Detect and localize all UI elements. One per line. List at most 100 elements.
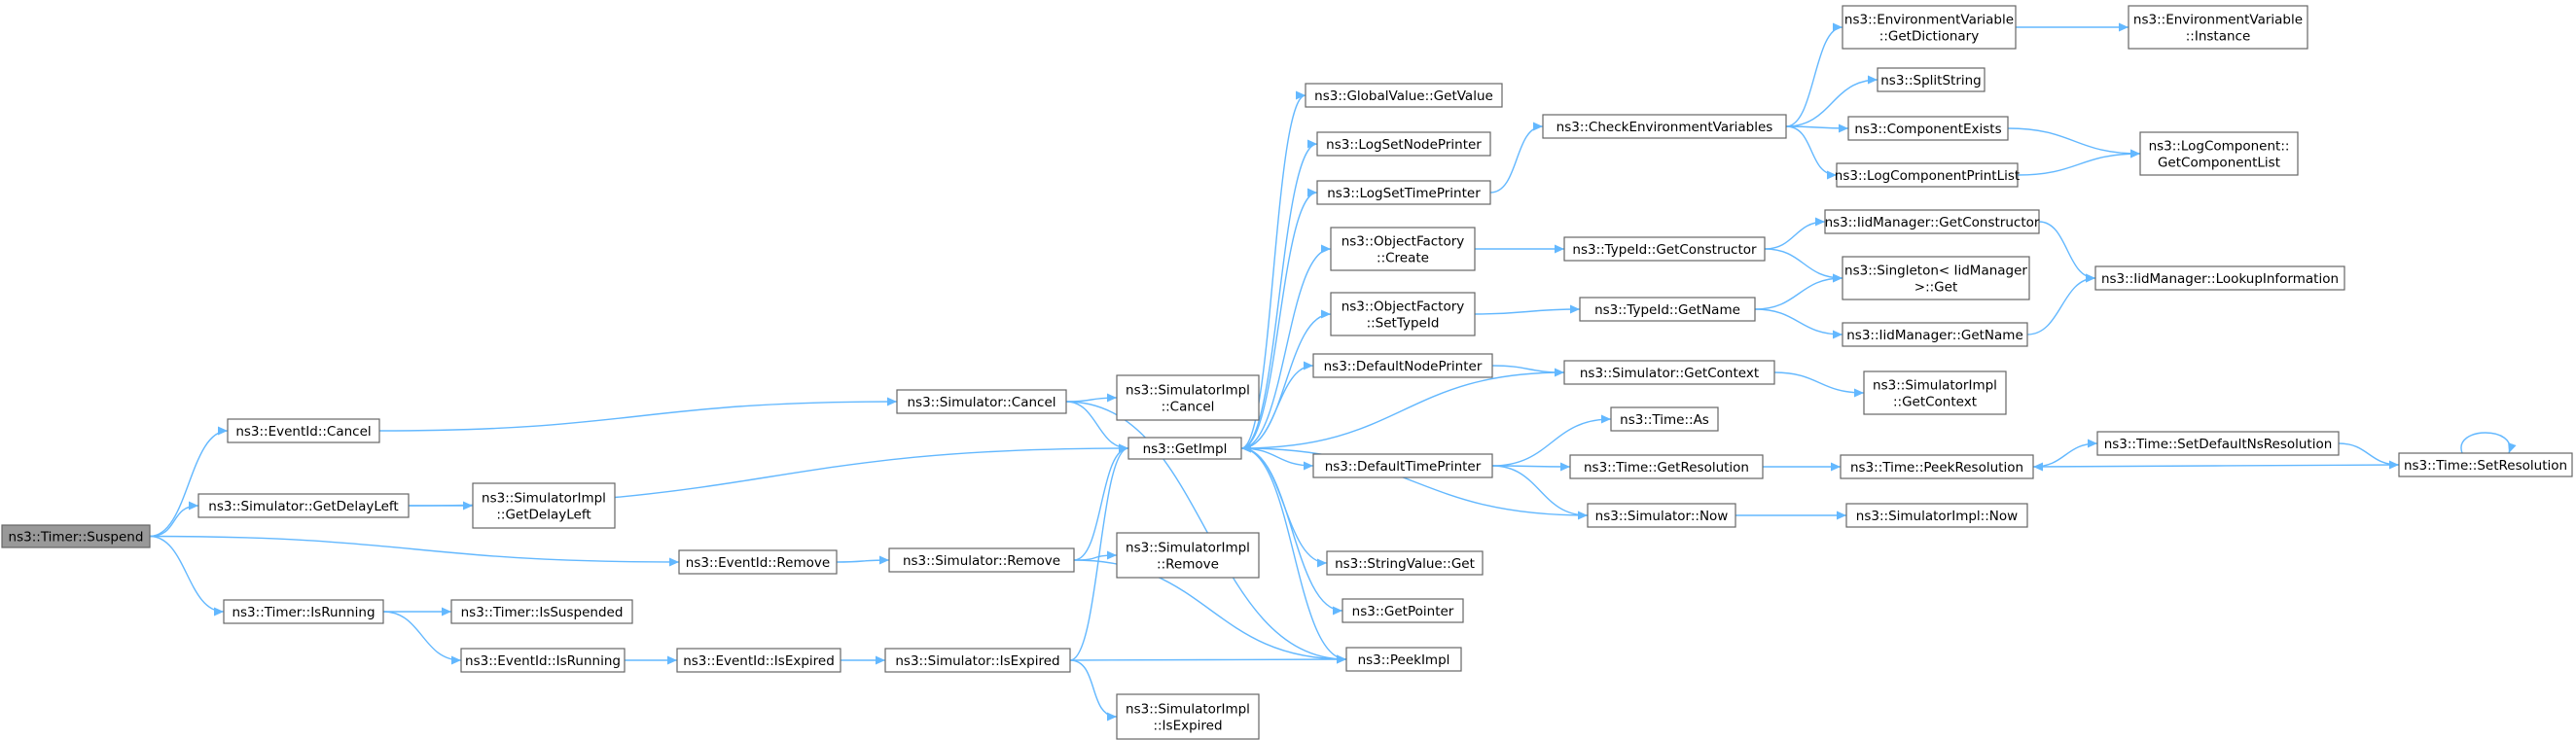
node-checkenvvars[interactable]: ns3::CheckEnvironmentVariables — [1542, 114, 1787, 139]
node-typeid-getname[interactable]: ns3::TypeId::GetName — [1579, 297, 1756, 322]
edge-getimpl-to-peekimpl — [1240, 447, 1347, 664]
node-iidmgr-getname[interactable]: ns3::IidManager::GetName — [1842, 322, 2028, 347]
edge-suspend-to-eventid_remove — [149, 535, 680, 567]
node-box — [1845, 503, 2028, 528]
node-box — [1312, 353, 1493, 378]
node-of-settypeid[interactable]: ns3::ObjectFactory::SetTypeId — [1330, 292, 1476, 336]
node-label: ns3::EnvironmentVariable — [2133, 13, 2303, 28]
node-label: GetComponentList — [2158, 156, 2280, 171]
node-label: ns3::Simulator::Now — [1595, 509, 1729, 524]
node-label: ns3::Simulator::IsExpired — [895, 653, 1059, 669]
node-simimpl-now[interactable]: ns3::SimulatorImpl::Now — [1845, 503, 2028, 528]
node-label: ::GetDictionary — [1879, 29, 1979, 45]
node-label: ::GetContext — [1893, 395, 1977, 410]
node-simimpl-remove[interactable]: ns3::SimulatorImpl::Remove — [1116, 532, 1260, 579]
node-logsettimeprinter[interactable]: ns3::LogSetTimePrinter — [1316, 180, 1491, 205]
edge-defaultnodeprinter-to-sim_getcontext — [1491, 365, 1565, 377]
node-time-peekresolution[interactable]: ns3::Time::PeekResolution — [1840, 454, 2034, 479]
edge-time_setdefaultnsresolution-to-time_setresolution — [2338, 442, 2400, 470]
node-simimpl-getcontext[interactable]: ns3::SimulatorImpl::GetContext — [1863, 370, 2007, 415]
node-logcomponentprintlist[interactable]: ns3::LogComponentPrintList — [1835, 162, 2020, 188]
node-label: ns3::EnvironmentVariable — [1844, 13, 2014, 28]
edge-getimpl-to-defaultnodeprinter — [1240, 361, 1314, 449]
node-suspend[interactable]: ns3::Timer::Suspend — [1, 524, 151, 548]
node-sim-now[interactable]: ns3::Simulator::Now — [1587, 503, 1736, 528]
node-label: ns3::Time::As — [1620, 412, 1709, 428]
edge-typeid_getname-to-iidmgr_getname — [1754, 308, 1843, 339]
node-timer-issuspended[interactable]: ns3::Timer::IsSuspended — [450, 599, 633, 624]
edge-getimpl-to-logsetnodeprinter — [1240, 139, 1318, 449]
edge-eventid_remove-to-sim_remove — [836, 555, 890, 565]
node-eventid-remove[interactable]: ns3::EventId::Remove — [678, 549, 838, 575]
node-getpointer[interactable]: ns3::GetPointer — [1342, 598, 1464, 623]
node-box — [1342, 598, 1464, 623]
node-box — [2094, 265, 2345, 291]
edge-typeid_getconstructor-to-iidmgr_getconstructor — [1764, 217, 1826, 250]
node-logsetnodeprinter[interactable]: ns3::LogSetNodePrinter — [1316, 131, 1491, 157]
node-label: ns3::DefaultTimePrinter — [1325, 459, 1482, 475]
node-label: ns3::Simulator::Cancel — [907, 395, 1055, 410]
node-gv-getvalue[interactable]: ns3::GlobalValue::GetValue — [1305, 83, 1503, 108]
node-label: ns3::ObjectFactory — [1342, 300, 1465, 315]
node-typeid-getconstructor[interactable]: ns3::TypeId::GetConstructor — [1563, 236, 1766, 262]
node-box — [1326, 550, 1484, 576]
node-time-setresolution[interactable]: ns3::Time::SetResolution — [2398, 452, 2573, 477]
edge-suspend-to-sim_getdelayleft — [149, 501, 199, 538]
edge-suspend-to-eventid_cancel — [149, 426, 229, 538]
node-stringvalue-get[interactable]: ns3::StringValue::Get — [1326, 550, 1484, 576]
node-eventid-isrunning[interactable]: ns3::EventId::IsRunning — [460, 648, 626, 673]
node-singleton-get[interactable]: ns3::Singleton< IidManager >::Get — [1842, 256, 2030, 300]
node-box — [676, 648, 841, 673]
node-label: ::GetDelayLeft — [496, 508, 590, 523]
node-sim-getcontext[interactable]: ns3::Simulator::GetContext — [1563, 360, 1775, 385]
node-label: ns3::SimulatorImpl — [482, 491, 606, 507]
edge-defaulttimeprinter-to-time_as — [1491, 414, 1612, 467]
node-eventid-cancel[interactable]: ns3::EventId::Cancel — [227, 418, 380, 443]
node-envvar-instance[interactable]: ns3::EnvironmentVariable::Instance — [2128, 5, 2308, 50]
node-label: ns3::Simulator::GetDelayLeft — [208, 499, 398, 514]
call-edges — [149, 22, 2517, 722]
node-simimpl-cancel[interactable]: ns3::SimulatorImpl::Cancel — [1116, 374, 1260, 421]
node-sim-getdelayleft[interactable]: ns3::Simulator::GetDelayLeft — [197, 493, 410, 518]
node-iidmgr-lookupinformation[interactable]: ns3::IidManager::LookupInformation — [2094, 265, 2345, 291]
edge-checkenvvars-to-envvar_getdictionary — [1785, 22, 1843, 127]
node-timer-isrunning[interactable]: ns3::Timer::IsRunning — [223, 599, 384, 624]
edge-of_settypeid-to-typeid_getname — [1474, 304, 1581, 315]
node-label: ::IsExpired — [1153, 719, 1222, 734]
node-label: ::Instance — [2186, 29, 2251, 45]
node-sim-isexpired[interactable]: ns3::Simulator::IsExpired — [884, 648, 1071, 673]
node-label: ns3::Time::SetResolution — [2404, 458, 2567, 474]
node-iidmgr-getconstructor[interactable]: ns3::IidManager::GetConstructor — [1824, 209, 2040, 234]
node-time-setdefaultnsresolution[interactable]: ns3::Time::SetDefaultNsResolution — [2096, 431, 2340, 456]
node-time-as[interactable]: ns3::Time::As — [1610, 406, 1719, 432]
call-nodes: ns3::Timer::Suspendns3::EventId::Canceln… — [1, 5, 2573, 740]
node-box — [1842, 256, 2030, 300]
node-simimpl-getdelayleft[interactable]: ns3::SimulatorImpl::GetDelayLeft — [472, 482, 616, 529]
node-logcomp-getcomponentlist[interactable]: ns3::LogComponent::GetComponentList — [2139, 131, 2299, 176]
node-defaulttimeprinter[interactable]: ns3::DefaultTimePrinter — [1312, 453, 1493, 478]
node-envvar-getdictionary[interactable]: ns3::EnvironmentVariable::GetDictionary — [1842, 5, 2017, 50]
node-defaultnodeprinter[interactable]: ns3::DefaultNodePrinter — [1312, 353, 1493, 378]
node-sim-remove[interactable]: ns3::Simulator::Remove — [888, 547, 1075, 573]
node-box — [1840, 454, 2034, 479]
node-box — [1563, 360, 1775, 385]
node-label: ::Cancel — [1162, 400, 1215, 415]
node-peekimpl[interactable]: ns3::PeekImpl — [1345, 647, 1462, 672]
node-splitstring[interactable]: ns3::SplitString — [1877, 67, 1986, 92]
node-componentexists[interactable]: ns3::ComponentExists — [1847, 116, 2009, 141]
node-box — [2096, 431, 2340, 456]
node-box — [678, 549, 838, 575]
node-of-create[interactable]: ns3::ObjectFactory::Create — [1330, 227, 1476, 271]
edge-logsettimeprinter-to-checkenvvars — [1489, 122, 1544, 194]
node-simimpl-isexpired[interactable]: ns3::SimulatorImpl::IsExpired — [1116, 693, 1260, 740]
node-getimpl[interactable]: ns3::GetImpl — [1127, 437, 1242, 460]
node-eventid-isexpired[interactable]: ns3::EventId::IsExpired — [676, 648, 841, 673]
edge-defaulttimeprinter-to-sim_now — [1491, 465, 1589, 520]
node-box — [1330, 227, 1476, 271]
node-box — [1116, 693, 1260, 740]
node-time-getresolution[interactable]: ns3::Time::GetResolution — [1569, 454, 1764, 479]
node-box — [227, 418, 380, 443]
edge-checkenvvars-to-logcomponentprintlist — [1785, 125, 1838, 180]
node-sim-cancel[interactable]: ns3::Simulator::Cancel — [896, 389, 1067, 414]
